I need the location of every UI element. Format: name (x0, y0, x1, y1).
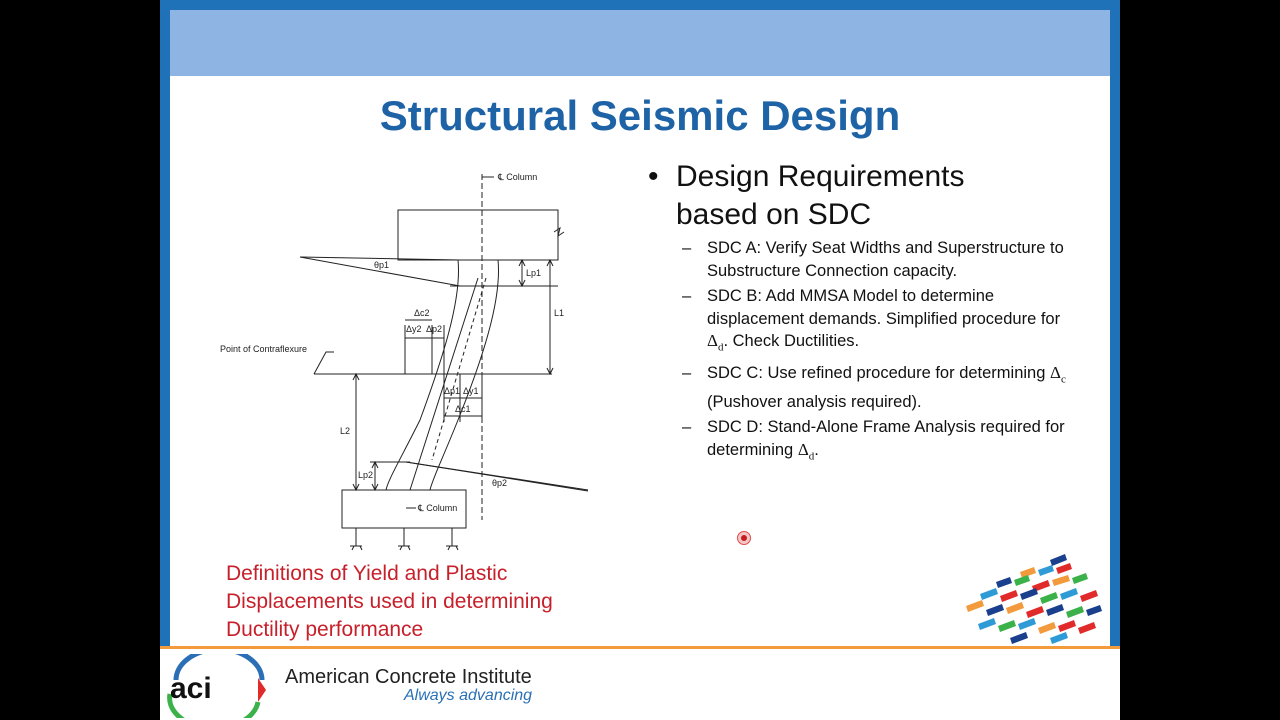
decorative-blocks-graphic (966, 554, 1102, 644)
organization-name: American Concrete Institute (285, 666, 532, 688)
label-dp2: Δp2 (426, 324, 442, 334)
slide-border-right (1110, 10, 1120, 646)
slide-border-left (160, 10, 170, 646)
dash-bullet: – (682, 287, 692, 305)
label-column-top: ℄ Column (497, 172, 537, 182)
label-lp2: Lp2 (358, 470, 373, 480)
cap-beam (397, 209, 559, 261)
delta-symbol: Δd (797, 439, 815, 463)
organization-tagline: Always advancing (404, 687, 533, 704)
label-theta-p1: θp1 (374, 260, 389, 270)
sub-bullet-text: SDC A: Verify Seat Widths and Superstruc… (707, 239, 1064, 280)
sub-bullet-text: SDC D: Stand-Alone Frame Analysis requir… (707, 418, 1065, 459)
footer-divider (160, 646, 1120, 649)
main-bullet-text: Design Requirements based on SDC (676, 160, 965, 231)
slide: Structural Seismic Design (160, 0, 1120, 720)
delta-symbol: Δd (707, 331, 724, 354)
dash-bullet: – (682, 239, 692, 257)
caption-line: Ductility performance (226, 618, 424, 641)
column-displacement-diagram: ℄ Column θp1 Lp1 L1 Point of Contraflexu… (220, 172, 589, 551)
svg-text:aci: aci (170, 672, 212, 705)
caption-line: Displacements used in determining (226, 590, 553, 613)
cap-beam-break (553, 226, 565, 238)
label-dc2: Δc2 (414, 308, 430, 318)
sub-bullet-text-end: . (814, 440, 819, 459)
label-dy2: Δy2 (406, 324, 422, 334)
label-column-bottom: ℄ Column (417, 503, 457, 513)
piles (350, 528, 459, 551)
pointer-cursor (737, 531, 751, 545)
theta-p1-line-a (299, 256, 461, 287)
sub-bullet-sdc-d: – SDC D: Stand-Alone Frame Analysis requ… (682, 416, 1082, 467)
label-dy1: Δy1 (463, 386, 479, 396)
slide-title: Structural Seismic Design (379, 92, 901, 139)
dash-bullet: – (682, 418, 692, 437)
sub-bullet-sdc-a: – SDC A: Verify Seat Widths and Superstr… (682, 237, 1082, 282)
bullet-dot: • (648, 160, 659, 193)
delta-symbol: Δc (1050, 362, 1066, 386)
top-stripe (160, 0, 1120, 10)
label-contraflexure: Point of Contraflexure (220, 344, 307, 354)
column-right-edge (429, 259, 500, 491)
label-lp1: Lp1 (526, 268, 541, 278)
diagram-caption: Definitions of Yield and Plastic Displac… (226, 560, 626, 644)
sub-bullet-text-end: (Pushover analysis required). (707, 392, 922, 411)
contraflexure-leader (313, 351, 334, 375)
sub-bullet-sdc-b: – SDC B: Add MMSA Model to determine dis… (682, 285, 1082, 359)
footer: aci American Concrete Institute Always a… (160, 646, 1120, 720)
sub-bullet-text: SDC B: Add MMSA Model to determine displ… (707, 287, 1061, 328)
sub-bullet-sdc-c: – SDC C: Use refined procedure for deter… (682, 362, 1082, 413)
label-dc1: Δc1 (455, 404, 471, 414)
label-l1: L1 (554, 308, 564, 318)
caption-line: Definitions of Yield and Plastic (226, 562, 508, 585)
sub-bullet-text-end: . Check Ductilities. (723, 332, 860, 350)
label-dp1: Δp1 (444, 386, 460, 396)
sub-bullet-text: SDC C: Use refined procedure for determi… (707, 363, 1050, 382)
column-left-edge (385, 259, 460, 491)
dash-bullet: – (682, 363, 692, 382)
theta-p1-line-b (299, 256, 461, 261)
sub-bullet-list: – SDC A: Verify Seat Widths and Superstr… (682, 237, 1082, 471)
label-l2: L2 (340, 426, 350, 436)
label-theta-p2: θp2 (492, 478, 507, 488)
theta-p2-line-b (405, 461, 589, 491)
aci-logo-icon: aci (167, 654, 266, 718)
column-chord-dashed (431, 277, 487, 461)
header-band (170, 10, 1110, 76)
